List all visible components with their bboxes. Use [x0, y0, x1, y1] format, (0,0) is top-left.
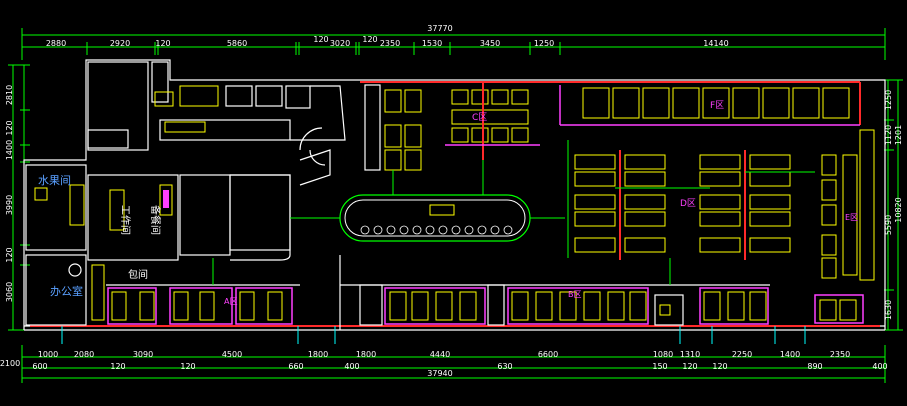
bottom-dim: 2100: [0, 359, 20, 368]
bottom-dim: 2250: [732, 350, 752, 359]
bottom-dim: 1310: [680, 350, 700, 359]
bottom-dim: 6600: [538, 350, 558, 359]
top-dim: 1530: [422, 39, 442, 48]
bottom-dim: 1800: [308, 350, 328, 359]
top-dim: 2920: [110, 39, 130, 48]
top-total-dim: 37770: [427, 24, 452, 33]
zone-d-label: D区: [680, 198, 696, 209]
private-room-label: 包间: [128, 268, 148, 281]
left-dim: 3990: [5, 195, 14, 215]
top-dim: 120: [362, 35, 377, 44]
bottom-dimension-chain: 37940 1000 2080 3090 4500 1800 1800 4440…: [0, 345, 888, 383]
bottom-dim: 120: [682, 362, 697, 371]
outer-walls: [23, 59, 886, 331]
bottom-dim: 2080: [74, 350, 94, 359]
kitchen1-label: 工作间: [119, 205, 132, 235]
bottom-dim: 3090: [133, 350, 153, 359]
right-dim: 1201: [894, 125, 903, 145]
top-dimension-chain: 37770 2880 2920 120 5860 120 3020 120 23…: [21, 24, 886, 60]
right-dim: 1250: [884, 90, 893, 110]
bottom-dim: 1000: [38, 350, 58, 359]
zone-b: B区: [340, 284, 864, 326]
top-dim: 5860: [227, 39, 247, 48]
bottom-dim: 630: [497, 362, 512, 371]
top-dim: 3020: [330, 39, 350, 48]
bottom-dim: 4440: [430, 350, 450, 359]
top-dim: 3450: [480, 39, 500, 48]
zone-f: F区: [582, 87, 850, 119]
zone-c: C区: [364, 82, 540, 171]
left-dim: 3060: [5, 282, 14, 302]
right-dim: 10820: [894, 197, 903, 222]
bottom-dim: 2350: [830, 350, 850, 359]
entrances: [61, 127, 806, 344]
bottom-dim: 660: [288, 362, 303, 371]
bottom-dim: 1400: [780, 350, 800, 359]
zone-a-label: A区: [224, 297, 237, 306]
bottom-dim: 1080: [653, 350, 673, 359]
bottom-dim: 600: [32, 362, 47, 371]
right-dim: 1120: [884, 125, 893, 145]
left-dim: 2810: [5, 85, 14, 105]
left-dim: 1400: [5, 140, 14, 160]
bottom-total-dim: 37940: [427, 369, 452, 378]
bottom-dim: 400: [872, 362, 887, 371]
top-dim: 120: [313, 35, 328, 44]
bottom-dim: 890: [807, 362, 822, 371]
bottom-dim: 120: [110, 362, 125, 371]
left-rooms: 水果间 办公室: [25, 164, 105, 326]
top-dim: 14140: [703, 39, 728, 48]
bottom-dim: 150: [652, 362, 667, 371]
bottom-dim: 400: [344, 362, 359, 371]
bottom-dim: 4500: [222, 350, 242, 359]
zone-f-label: F区: [710, 100, 724, 111]
bar-counter: [290, 194, 565, 242]
top-dim: 1250: [534, 39, 554, 48]
left-dim: 120: [5, 247, 14, 262]
bottom-dim: 120: [712, 362, 727, 371]
zone-d: D区: [574, 150, 791, 260]
right-dimension-chain: 1250 1120 1201 5590 10820 1630: [882, 79, 903, 331]
zone-e: E区: [821, 129, 875, 281]
bottom-dim: 120: [180, 362, 195, 371]
fruit-room-label: 水果间: [38, 174, 71, 187]
bottom-dim: 1800: [356, 350, 376, 359]
zone-b-label: B区: [568, 290, 582, 299]
kitchen-block: 工作间 备餐间: [87, 61, 346, 261]
left-dim: 120: [5, 120, 14, 135]
zone-a: 包间 A区: [106, 255, 341, 330]
right-dim: 5590: [884, 215, 893, 235]
top-dim: 2880: [46, 39, 66, 48]
zone-e-label: E区: [845, 213, 858, 222]
top-dim: 120: [155, 39, 170, 48]
office-label: 办公室: [50, 284, 83, 298]
interior-dimension-lines: [212, 140, 815, 285]
zone-c-label: C区: [472, 112, 487, 123]
right-dim: 1630: [884, 300, 893, 320]
kitchen2-label: 备餐间: [149, 205, 162, 235]
top-dim: 2350: [380, 39, 400, 48]
